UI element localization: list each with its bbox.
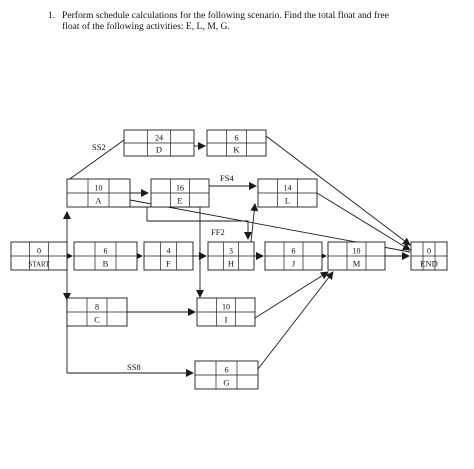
activity-node-m: 10M xyxy=(327,241,386,271)
node-name: K xyxy=(233,145,240,155)
node-name: G xyxy=(223,378,229,388)
activity-node-g: 6G xyxy=(194,360,259,390)
activity-node-h: 3H xyxy=(207,241,255,271)
question-number: 1. xyxy=(48,10,56,21)
node-name: B xyxy=(103,259,109,269)
arrow-h-l xyxy=(250,203,259,243)
activity-node-i: 10I xyxy=(196,297,256,327)
activity-node-k: 6K xyxy=(206,129,267,157)
relation-label-ss2: SS2 xyxy=(92,142,106,152)
activity-node-c: 8C xyxy=(66,297,128,327)
node-duration: 10 xyxy=(222,303,230,312)
node-duration: 0 xyxy=(427,247,431,256)
arrow-i-m xyxy=(254,271,329,319)
arrow-a-d xyxy=(66,139,125,182)
node-duration: 6 xyxy=(225,366,229,375)
relation-label-fs4: FS4 xyxy=(220,173,234,183)
question-line-1: Perform schedule calculations for the fo… xyxy=(62,10,389,21)
question-line-2: float of the following activities: E, L,… xyxy=(62,21,230,32)
node-name: E xyxy=(177,196,182,206)
activity-node-j: 6J xyxy=(264,241,323,271)
activity-node-b: 6B xyxy=(73,241,138,271)
activity-node-d: 24D xyxy=(123,129,195,157)
activity-node-e: 16E xyxy=(150,178,210,208)
node-name: END xyxy=(420,259,437,269)
question-body: Perform schedule calculations for the fo… xyxy=(62,10,458,32)
arrow-a-h xyxy=(146,207,252,240)
node-duration: 10 xyxy=(353,247,361,256)
dependency-arrows xyxy=(63,135,411,377)
activity-node-f: 4F xyxy=(143,241,194,271)
node-duration: 4 xyxy=(167,247,171,256)
activity-node-a: 10A xyxy=(66,178,131,208)
node-name: J xyxy=(292,259,296,269)
node-duration: 6 xyxy=(104,247,108,256)
node-name: START xyxy=(28,261,50,269)
activity-nodes: 0START10A6B8C24D6K16E14L4F3H6J10M0END10I… xyxy=(10,129,448,390)
node-name: I xyxy=(225,315,228,325)
arrow-k-end xyxy=(265,135,411,246)
node-name: A xyxy=(95,196,102,206)
activity-node-l: 14L xyxy=(257,178,318,208)
node-duration: 6 xyxy=(292,247,296,256)
relation-label-ss8: SS8 xyxy=(127,362,141,372)
node-name: L xyxy=(285,196,290,206)
node-duration: 24 xyxy=(155,134,163,143)
node-name: F xyxy=(166,259,171,269)
node-name: H xyxy=(228,259,234,269)
node-duration: 14 xyxy=(284,184,292,193)
node-duration: 8 xyxy=(95,303,99,312)
node-duration: 10 xyxy=(95,184,103,193)
arrow-l-end xyxy=(316,192,411,251)
node-duration: 0 xyxy=(37,247,41,256)
relation-label-ff2: FF2 xyxy=(211,227,225,237)
node-name: D xyxy=(156,145,162,155)
node-duration: 6 xyxy=(235,134,239,143)
node-name: M xyxy=(353,259,361,269)
node-duration: 16 xyxy=(176,184,184,193)
node-name: C xyxy=(94,315,100,325)
arrow-g-m xyxy=(257,271,334,370)
node-duration: 3 xyxy=(229,247,233,256)
